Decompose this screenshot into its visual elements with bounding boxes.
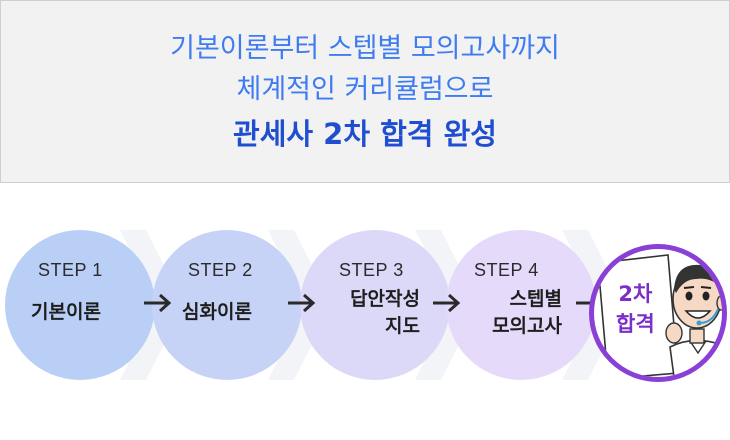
arrow-right-icon xyxy=(433,293,461,313)
step-3-name-line-2: 지도 xyxy=(385,315,420,337)
character-holding-sign xyxy=(597,254,722,377)
goal-text-line-2: 합격 xyxy=(616,312,655,336)
step-2-name: 심화이론 xyxy=(182,301,252,323)
step-4-label: STEP 4 xyxy=(474,260,539,280)
arrow-right-icon xyxy=(144,293,172,313)
goal-text: 2차 합격 xyxy=(616,279,655,339)
arrow-right-icon xyxy=(288,293,316,313)
step-1-name: 기본이론 xyxy=(31,301,101,323)
headline-banner: 기본이론부터 스텝별 모의고사까지 체계적인 커리큘럼으로 관세사 2차 합격 … xyxy=(0,0,730,183)
step-1-circle xyxy=(5,230,155,380)
headline-line-3: 관세사 2차 합격 완성 xyxy=(233,117,497,151)
goal-circle: 2차 합격 xyxy=(589,244,727,382)
step-4-name-line-2: 모의고사 xyxy=(492,315,562,337)
headline-line-1: 기본이론부터 스텝별 모의고사까지 xyxy=(170,33,560,64)
headline-line-2: 체계적인 커리큘럼으로 xyxy=(236,74,494,105)
step-4-circle xyxy=(446,230,596,380)
step-2-label: STEP 2 xyxy=(188,260,253,280)
step-3-name: 답안작성 지도 xyxy=(334,286,420,340)
step-3-name-line-1: 답안작성 xyxy=(350,288,420,310)
step-2-circle xyxy=(152,230,302,380)
goal-text-line-1: 2차 xyxy=(618,282,653,306)
step-4-name-line-1: 스텝별 xyxy=(509,288,562,310)
step-3-label: STEP 3 xyxy=(339,260,404,280)
step-4-name: 스텝별 모의고사 xyxy=(468,286,562,340)
step-1-label: STEP 1 xyxy=(38,260,103,280)
curriculum-steps: STEP 1 기본이론 STEP 2 심화이론 STEP 3 답안작성 지도 S… xyxy=(0,200,730,420)
step-3-circle xyxy=(300,230,450,380)
